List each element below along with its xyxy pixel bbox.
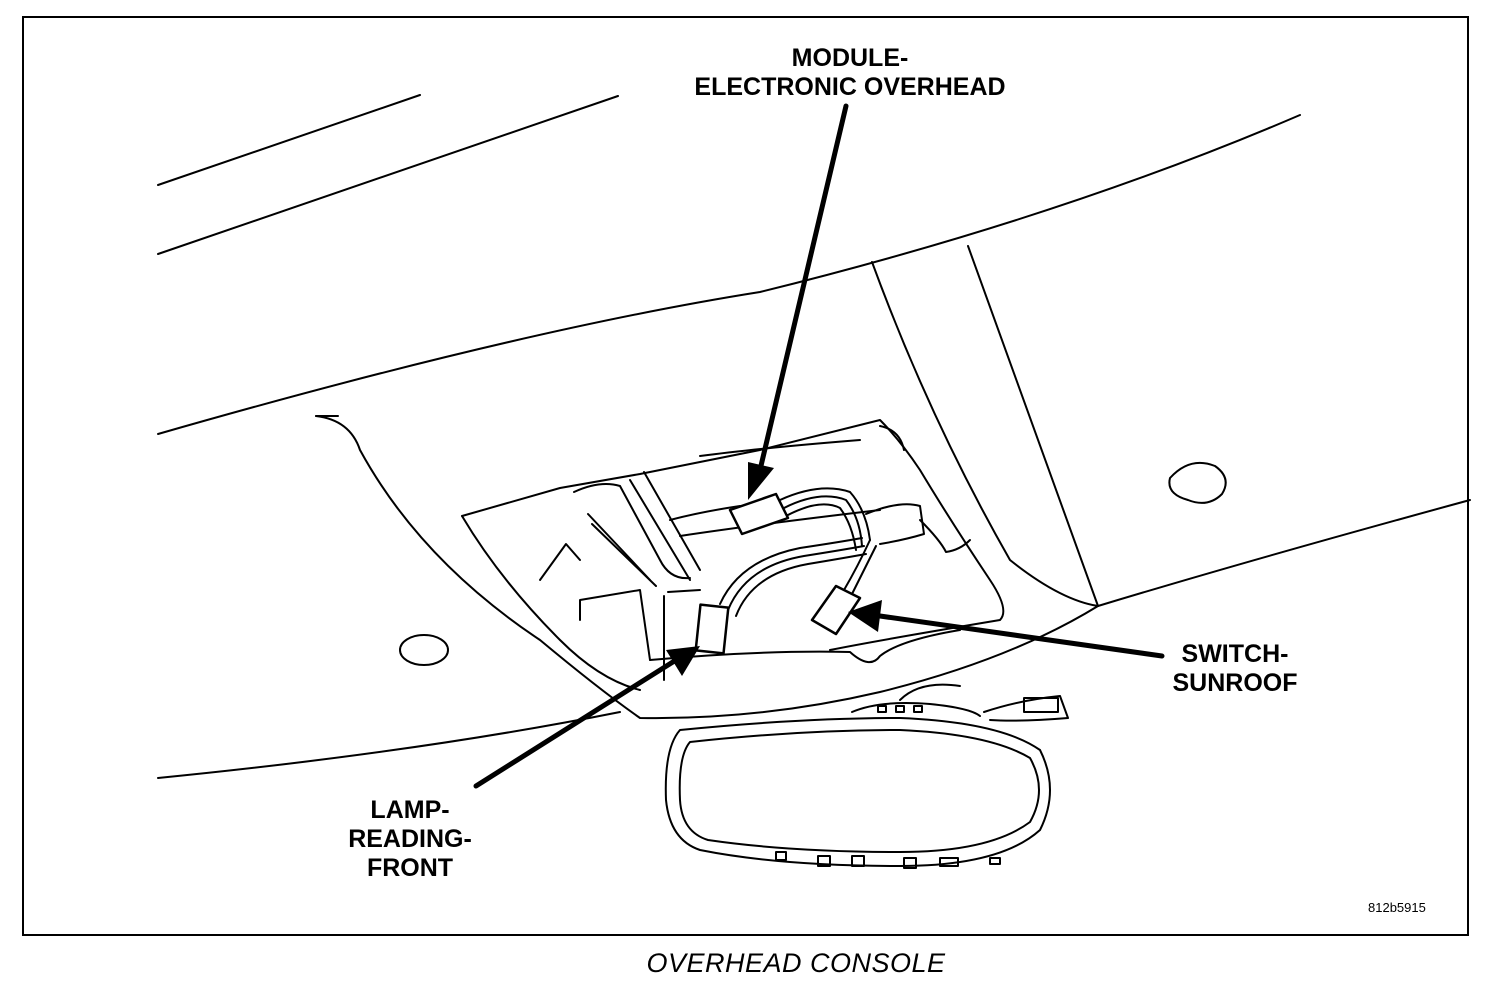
module-connector (728, 492, 790, 536)
mounting-holes (399, 462, 1227, 666)
switch-leader-arrow (848, 600, 1165, 659)
lamp-leader-arrow (473, 646, 700, 789)
module-leader-arrow (748, 103, 849, 500)
switch-callout-line-2: SUNROOF (1172, 669, 1298, 697)
headliner-lines (157, 94, 1301, 779)
lamp-callout-line-2: READING- (348, 825, 472, 853)
reference-code: 812b5915 (1368, 900, 1426, 915)
wiring-harness (719, 487, 925, 617)
windshield-header (871, 245, 1471, 607)
module-callout-line-2: ELECTRONIC OVERHEAD (694, 73, 1006, 101)
module-callout-line-1: MODULE- (791, 44, 909, 72)
console-bay (539, 425, 971, 587)
connectors (694, 492, 862, 655)
figure-caption: OVERHEAD CONSOLE (646, 948, 946, 978)
switch-callout-line-1: SWITCH- (1181, 640, 1289, 668)
switch-callout-label: SWITCH- SUNROOF (1140, 640, 1330, 698)
rear-view-mirror (664, 683, 1069, 869)
sunroof-switch-connector (810, 584, 862, 636)
reading-lamp-connector (694, 603, 730, 655)
lamp-callout-line-1: LAMP- (370, 796, 450, 824)
module-callout-label: MODULE- ELECTRONIC OVERHEAD (640, 44, 1060, 102)
console-housing (315, 415, 1099, 720)
lamp-callout-line-3: FRONT (366, 854, 454, 882)
lamp-callout-label: LAMP- READING- FRONT (320, 796, 500, 883)
figure-frame (22, 16, 1469, 936)
leader-arrows (473, 103, 1165, 789)
